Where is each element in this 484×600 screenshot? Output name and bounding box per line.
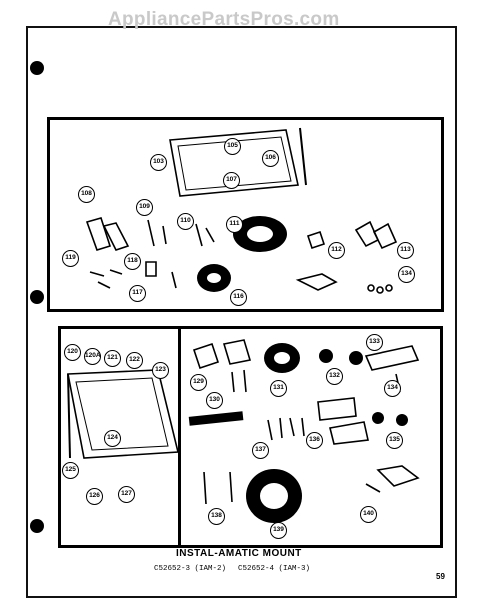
bracket-part [317,397,357,421]
page-frame [26,26,457,598]
bracket-part [329,421,369,445]
frame-inner [177,136,292,191]
screw-part [205,227,215,243]
model-number: C52652-3 (IAM-2) [154,565,227,573]
watermark: AppliancePartsPros.com [108,9,340,30]
callout-134-upper: 134 [398,266,415,283]
screw-part [195,223,203,247]
callout-135: 135 [386,432,403,449]
callout-110: 110 [177,213,194,230]
seal-strip [188,411,244,426]
binder-hole [30,61,44,75]
screw-part [97,281,111,289]
callout-120: 120 [64,344,81,361]
screw-part [203,471,207,505]
callout-118: 118 [124,253,141,270]
callout-133: 133 [366,334,383,351]
screw-part [109,269,123,275]
callout-126: 126 [86,488,103,505]
bracket-part [222,339,252,365]
screw-part [365,483,381,493]
callout-124: 124 [104,430,121,447]
diagram-title: INSTAL-AMATIC MOUNT [176,548,302,559]
knob-part [306,230,326,250]
callout-120A: 120A [84,348,101,365]
foam-part [295,273,338,291]
lower-frame-inner [75,377,169,451]
screw-part [301,417,305,437]
screw-part [267,419,273,441]
screw-part [171,271,177,289]
bracket-part [192,342,220,370]
binder-hole [30,519,44,533]
lower-parts-panel [58,326,443,548]
callout-131: 131 [270,380,287,397]
callout-132: 132 [326,368,343,385]
strip-part [102,222,130,251]
callout-134-lower: 134 [384,380,401,397]
callout-116: 116 [230,289,247,306]
screw-part [162,225,167,245]
screw-part [231,371,235,393]
callout-121: 121 [104,350,121,367]
callout-139: 139 [270,522,287,539]
screw-part [289,417,295,437]
callout-106: 106 [262,150,279,167]
frame-rail [299,127,307,186]
callout-136: 136 [306,432,323,449]
page-number: 59 [436,572,445,581]
callout-140: 140 [360,506,377,523]
callout-137: 137 [252,442,269,459]
callout-130: 130 [206,392,223,409]
callout-119: 119 [62,250,79,267]
callout-129: 129 [190,374,207,391]
callout-127: 127 [118,486,135,503]
rail-part [364,345,420,371]
binder-hole [30,290,44,304]
model-number: C52652-4 (IAM-3) [238,565,311,573]
callout-112: 112 [328,242,345,259]
callout-123: 123 [152,362,169,379]
callout-138: 138 [208,508,225,525]
screw-part [229,471,233,503]
callout-125: 125 [62,462,79,479]
callout-122: 122 [126,352,143,369]
screw-part [147,219,155,247]
frame-outer [169,129,299,197]
callout-113: 113 [397,242,414,259]
callout-108: 108 [78,186,95,203]
callout-117: 117 [129,285,146,302]
screw-part [243,369,247,393]
callout-107: 107 [223,172,240,189]
lower-frame-outer [67,369,180,459]
callout-111: 111 [226,216,243,233]
lower-frame-rail [67,373,71,459]
upper-parts-panel [47,117,444,312]
clip-part [145,261,157,277]
callout-103: 103 [150,154,167,171]
foam-part [376,465,420,487]
callout-105: 105 [224,138,241,155]
screw-part [279,417,283,439]
bracket-part [372,222,398,250]
screw-part [89,271,105,277]
callout-109: 109 [136,199,153,216]
panel-divider [178,326,181,548]
strip-part [85,217,112,251]
